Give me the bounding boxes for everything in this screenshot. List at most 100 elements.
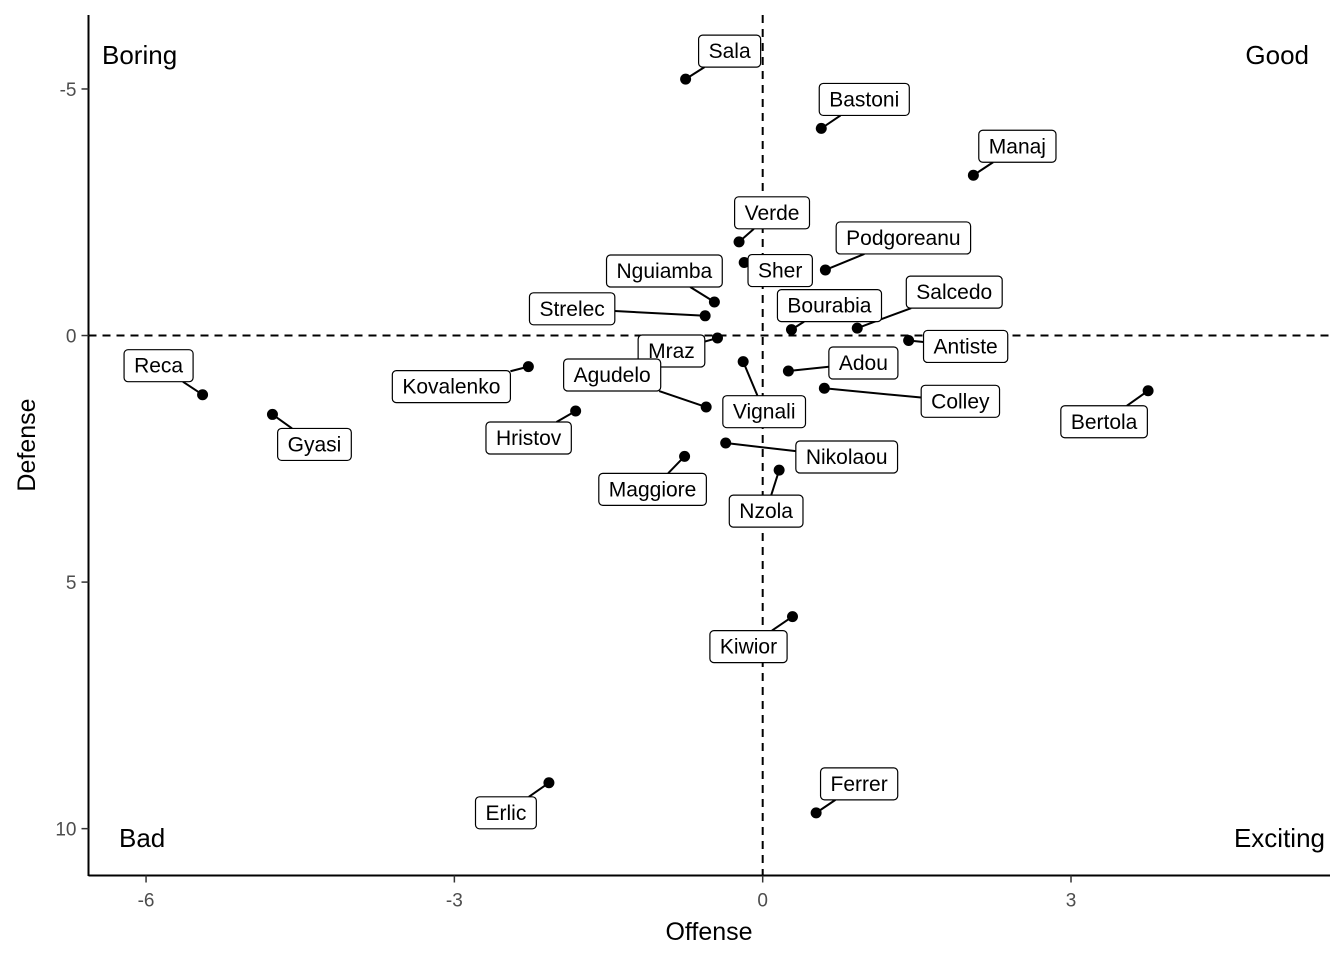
point-label-gyasi: Gyasi [277,427,352,462]
label-text: Agudelo [574,364,651,387]
label-text: Manaj [989,135,1046,158]
label-text: Adou [839,352,888,375]
x-tick-label: -3 [446,891,463,912]
point-erlic [543,777,555,789]
point-mraz [711,332,723,344]
label-text: Nzola [739,500,793,523]
label-box [563,358,662,392]
label-text: Bastoni [829,88,899,111]
y-tick-label: -5 [60,80,77,101]
label-box [922,329,1009,364]
point-label-erlic: Erlic [474,796,537,830]
label-box [722,395,807,429]
point-label-kiwior: Kiwior [709,630,788,664]
y-tick-label: 0 [66,327,77,348]
label-text: Erlic [486,802,527,825]
point-label-bertola: Bertola [1060,405,1148,439]
y-tick-label: 10 [55,820,76,841]
point-strelec [699,310,711,322]
point-ferrer [810,807,822,819]
label-box [528,292,616,326]
label-text: Bourabia [787,295,871,318]
point-label-nzola: Nzola [728,494,804,528]
label-box [776,289,883,323]
point-label-salcedo: Salcedo [905,275,1003,309]
label-text: Reca [134,355,183,378]
label-box [747,253,813,288]
point-label-bastoni: Bastoni [818,82,910,117]
leader-line [856,307,912,330]
point-label-hristov: Hristov [485,421,572,455]
label-box [697,34,762,68]
point-label-nguiamba: Nguiamba [605,254,723,288]
point-colley [818,382,830,394]
label-text: Verde [745,202,800,225]
data-points [197,73,1154,819]
x-tick-label: 3 [1066,891,1077,912]
leader-line [788,365,829,373]
label-box [905,275,1003,309]
label-text: Nguiamba [617,260,713,283]
point-label-manaj: Manaj [978,129,1057,163]
point-manaj [967,169,979,181]
quadrant-label-boring: Boring [102,40,177,70]
point-label-strelec: Strelec [528,292,616,326]
leader-line [824,387,922,399]
point-vignali [737,356,749,368]
point-labels: SalaBastoniManajVerdePodgoreanuSherNguia… [123,34,1148,830]
point-nzola [773,464,785,476]
label-box [978,129,1057,163]
label-text: Podgoreanu [846,227,960,250]
point-label-adou: Adou [828,346,899,380]
label-text: Ferrer [831,773,888,796]
quadrant-label-bad: Bad [119,823,165,853]
label-text: Kovalenko [402,376,500,399]
point-label-ferrer: Ferrer [819,767,899,801]
point-sher [738,257,750,269]
label-text: Maggiore [609,478,697,501]
label-box [1060,405,1148,439]
reference-lines [88,15,1330,876]
label-box [828,346,899,380]
label-box [819,767,899,801]
leader-line [658,390,707,408]
leader-line [614,310,706,317]
point-sala [680,73,692,85]
label-box [728,494,804,528]
label-text: Gyasi [288,433,342,456]
quadrant-label-exciting: Exciting [1234,823,1325,853]
label-box [795,440,899,474]
label-text: Hristov [496,427,562,450]
label-box [277,427,352,462]
point-gyasi [266,408,278,420]
label-box [474,796,537,830]
label-box [709,630,788,664]
y-axis-title: Defense [13,398,41,491]
label-box [605,254,723,288]
label-box [920,384,1001,418]
point-bourabia [785,324,797,336]
point-label-kovalenko: Kovalenko [391,369,512,404]
label-text: Sala [709,40,751,63]
label-text: Antiste [934,335,998,358]
point-maggiore [679,450,691,462]
label-box [598,472,707,506]
leader-line [725,442,796,453]
label-box [835,221,972,255]
point-nguiamba [708,296,720,308]
point-agudelo [700,401,712,413]
point-podgoreanu [819,264,831,276]
label-box [485,421,572,455]
label-box [391,369,512,404]
point-adou [782,365,794,377]
point-verde [733,236,745,248]
point-label-antiste: Antiste [922,329,1009,364]
label-text: Bertola [1071,411,1138,434]
point-kiwior [786,611,798,623]
point-label-verde: Verde [734,196,811,230]
point-label-nikolaou: Nikolaou [795,440,899,474]
leader-line [825,253,865,271]
